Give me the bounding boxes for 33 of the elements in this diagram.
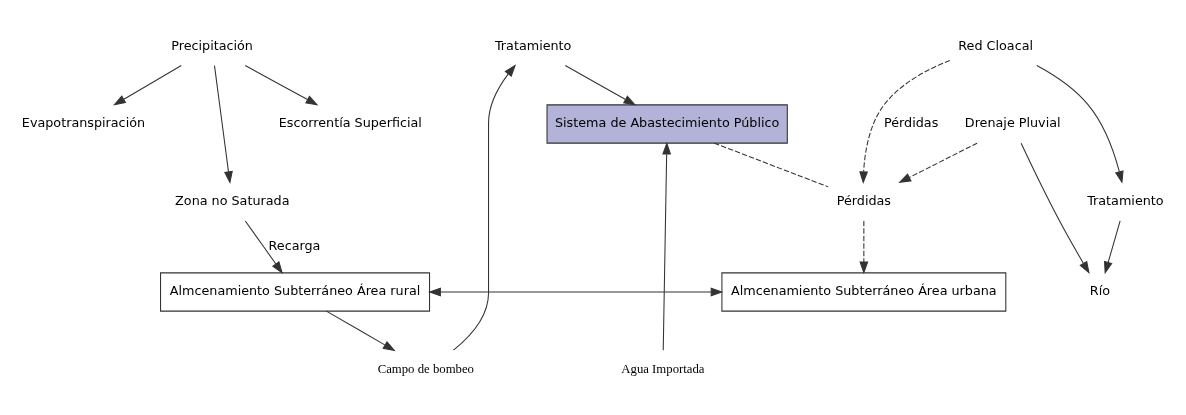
node-text: Escorrentía Superficial — [278, 114, 422, 130]
arrow — [428, 287, 724, 296]
node-box: Almcenamiento Subterráneo Área urbana — [721, 271, 1007, 312]
node-box: Sistema de Abastecimiento Público — [546, 103, 788, 144]
arrow — [898, 142, 978, 183]
node-text: Drenaje Pluvial — [964, 114, 1061, 130]
arrow — [244, 64, 319, 106]
arrow — [1020, 142, 1090, 274]
arrow — [113, 64, 182, 106]
arrow — [662, 141, 672, 351]
arrow — [564, 64, 637, 106]
arrow — [1036, 64, 1124, 184]
connector — [713, 142, 829, 187]
node-text: Pérdidas — [836, 192, 891, 208]
arrow — [213, 64, 233, 184]
node-text: Evapotranspiración — [21, 114, 146, 130]
node-text: Tratamiento — [494, 37, 572, 53]
node-text: Agua Importada — [621, 361, 705, 376]
node-box: Almcenamiento Subterráneo Área rural — [160, 271, 431, 312]
arrow — [244, 219, 283, 274]
arrow — [859, 219, 869, 274]
arrow — [859, 59, 951, 184]
node-text: Precipitación — [171, 37, 253, 53]
node-text: Red Cloacal — [958, 37, 1034, 53]
arrow — [325, 310, 396, 351]
arrow — [1103, 219, 1121, 274]
edge-label: Pérdidas — [884, 114, 939, 130]
edge-label: Recarga — [268, 237, 321, 253]
node-text: Tratamiento — [1087, 192, 1164, 208]
arrow — [453, 63, 517, 351]
node-text: Zona no Saturada — [175, 192, 290, 208]
node-text: Campo de bombeo — [377, 361, 474, 376]
node-text: Río — [1089, 282, 1110, 298]
